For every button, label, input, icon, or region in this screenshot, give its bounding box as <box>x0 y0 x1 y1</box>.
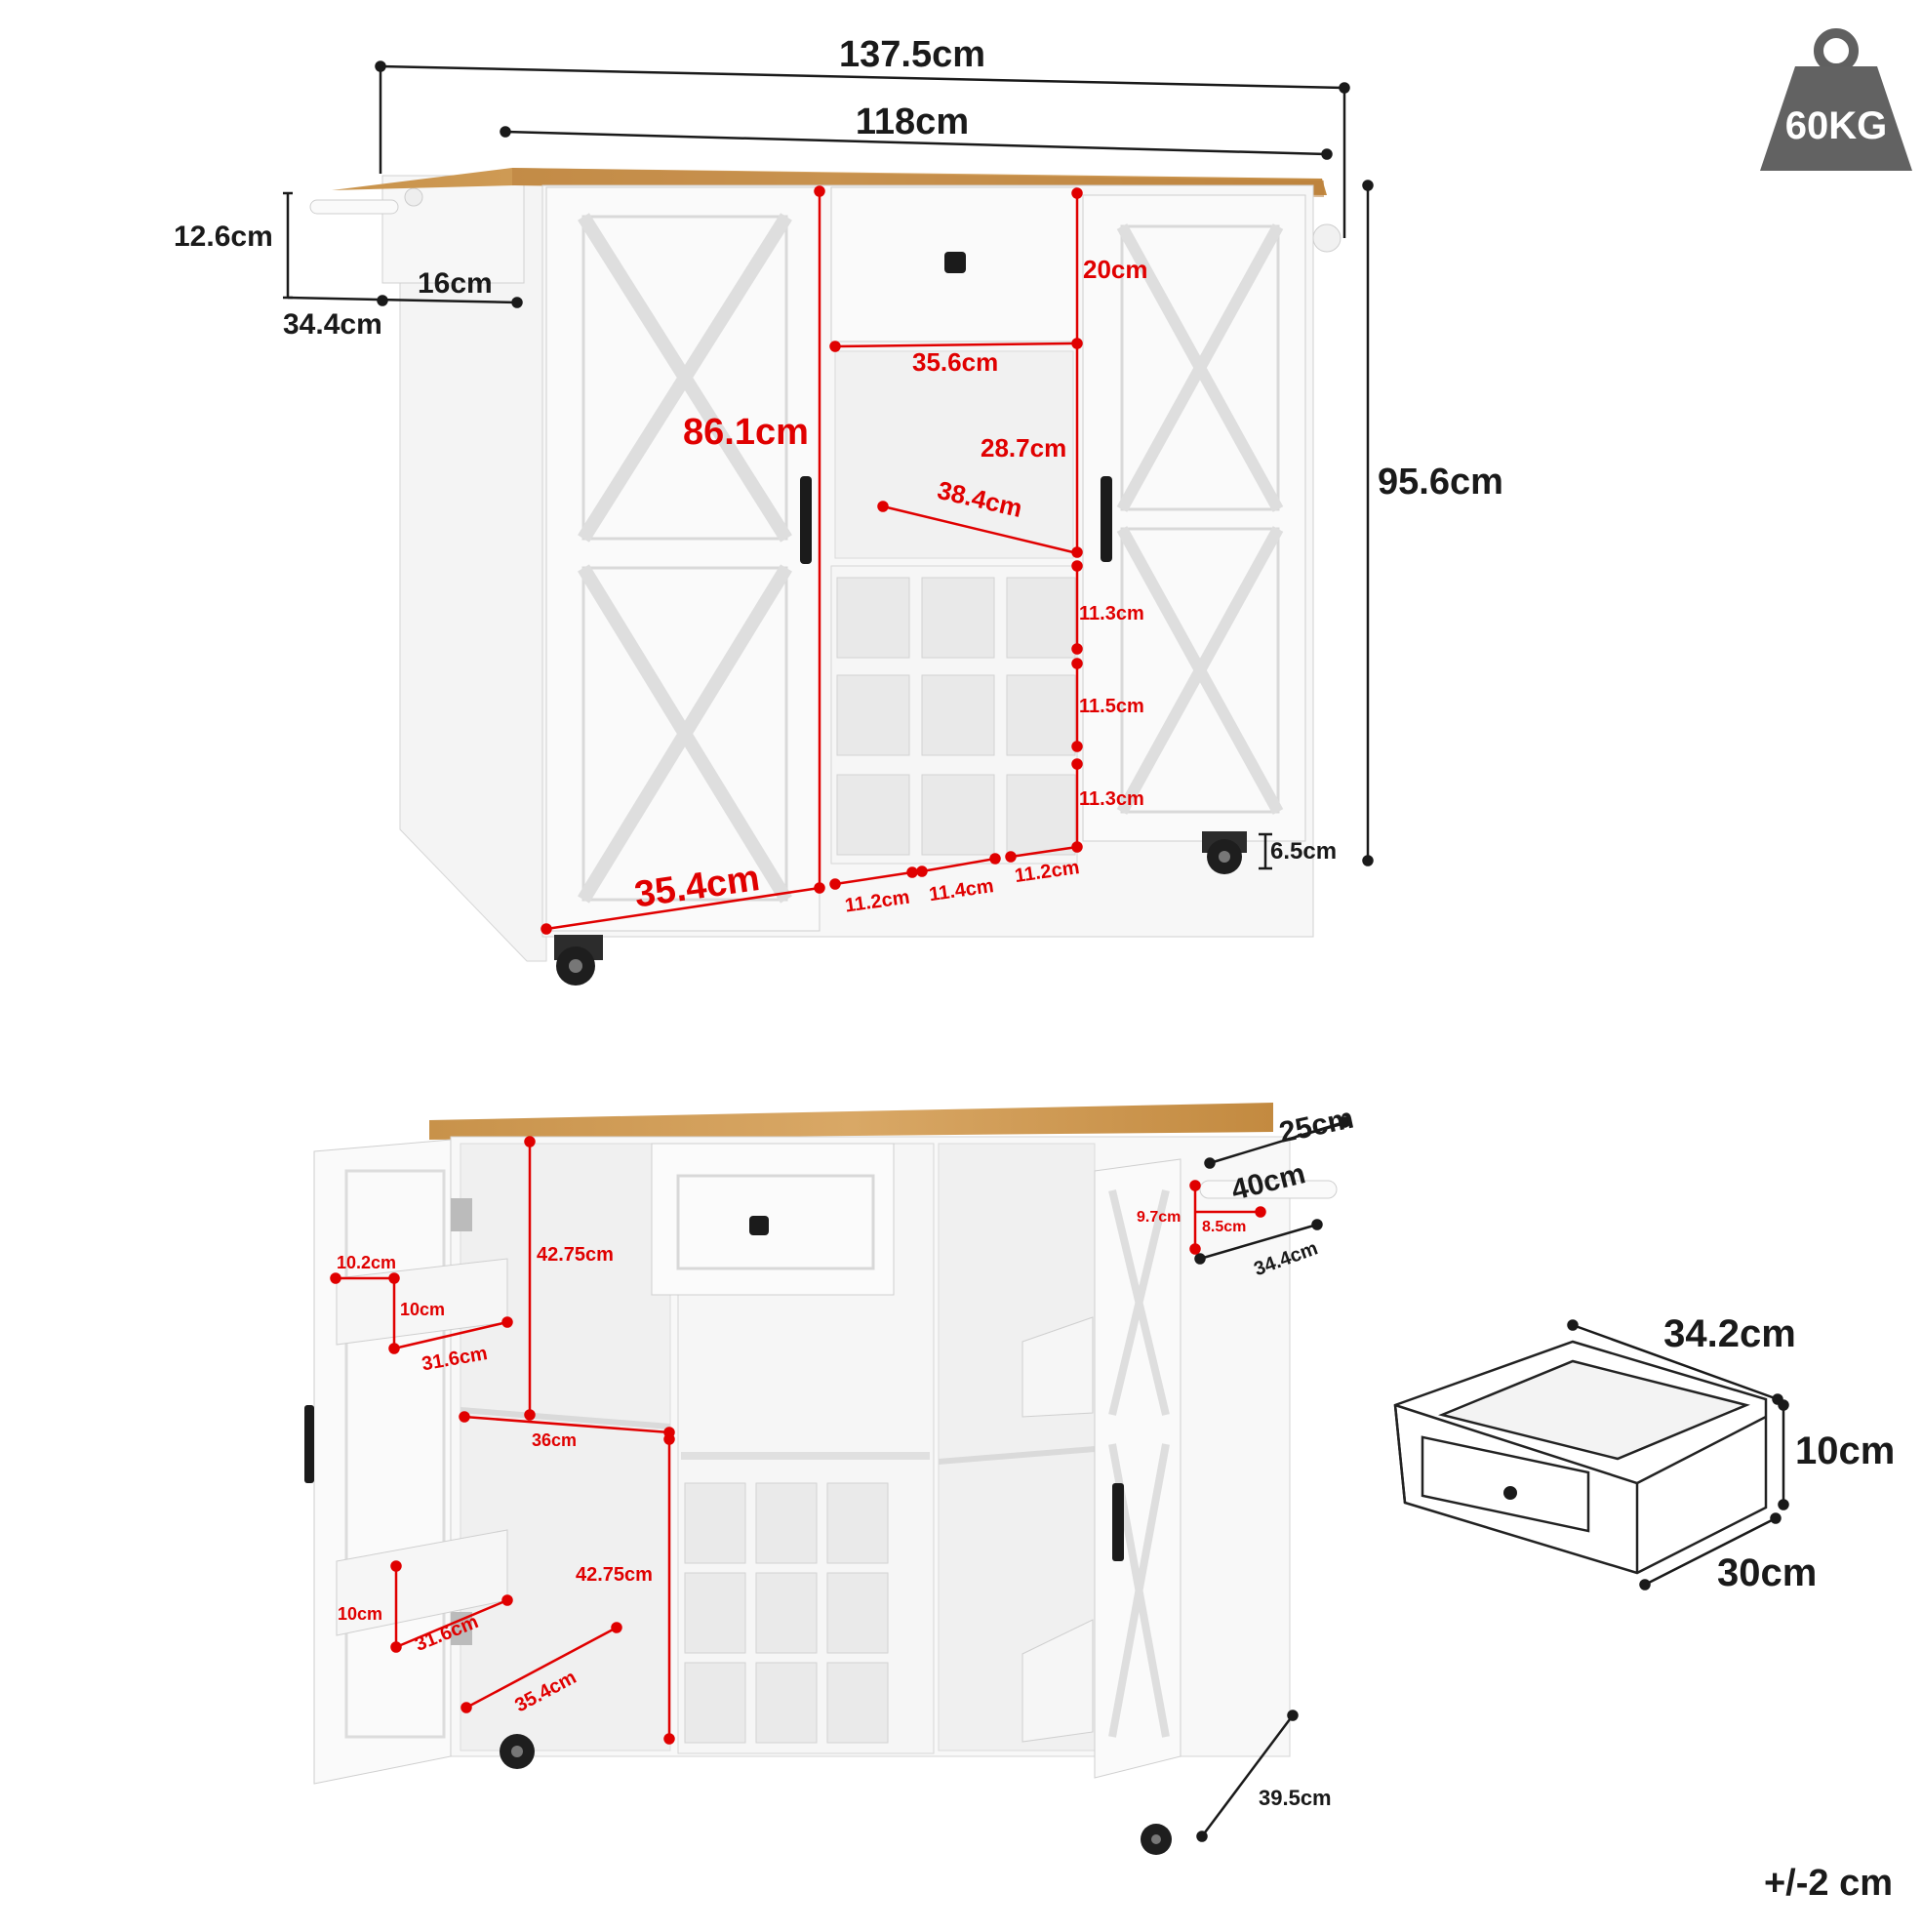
caster-icon <box>1202 831 1247 874</box>
lower-shelf-height-label: 42.75cm <box>576 1564 653 1586</box>
weight-badge: 60KG <box>1760 28 1912 171</box>
left-shelf <box>460 1407 671 1429</box>
drawer-knob <box>944 252 966 273</box>
wine-rack <box>830 565 1078 865</box>
right-shelf <box>938 1446 1096 1465</box>
red-dimension-lines-open <box>330 1136 1266 1745</box>
top-width-label: 118cm <box>856 101 969 142</box>
red-dimension-lines <box>541 185 1083 935</box>
right-door-x-brace-upper <box>1116 223 1284 512</box>
side-hook-w-label: 8.5cm <box>1202 1219 1246 1235</box>
left-door-handle <box>800 476 812 564</box>
rack-top-height-label: 10cm <box>400 1300 445 1319</box>
drawer-height-label-detail: 10cm <box>1795 1429 1895 1472</box>
black-dimension-lines <box>283 60 1374 870</box>
side-depth-label: 39.5cm <box>1259 1786 1332 1810</box>
towel-bar-knob <box>404 187 423 207</box>
right-door <box>1082 194 1306 842</box>
towel-bar-depth-label: 34.4cm <box>283 308 382 341</box>
drawer-open <box>651 1143 895 1296</box>
wine-row-1-label: 11.3cm <box>1079 603 1144 624</box>
towel-bar <box>309 199 399 215</box>
shelf-width-label: 36cm <box>532 1430 577 1450</box>
black-dimension-lines-open <box>1194 1116 1350 1842</box>
wine-row-2-label: 11.5cm <box>1079 696 1144 717</box>
open-shelf-height-label: 28.7cm <box>981 433 1066 463</box>
drawer-width-label-detail: 34.2cm <box>1663 1312 1796 1355</box>
left-door-x-brace-upper <box>578 213 792 543</box>
overall-width-label: 137.5cm <box>839 34 985 75</box>
rack-top-width-label: 10.2cm <box>337 1253 396 1272</box>
left-door-open <box>313 1139 452 1785</box>
weight-icon <box>1760 66 1912 171</box>
left-door <box>545 186 821 932</box>
tolerance-note: +/-2 cm <box>1764 1863 1893 1904</box>
upper-shelf-height-label: 42.75cm <box>537 1244 614 1266</box>
drawer-knob-detail <box>1503 1486 1517 1500</box>
overall-height-label: 95.6cm <box>1378 462 1503 503</box>
side-hook <box>1312 223 1341 253</box>
open-view: 10.2cm 10cm 31.6cm 42.75cm 36cm 42.75cm … <box>304 1103 1356 1855</box>
weight-label: 60KG <box>1785 104 1888 147</box>
countertop-open <box>429 1103 1273 1140</box>
hinge-icon <box>451 1612 472 1645</box>
towel-bar-width-label: 16cm <box>418 267 493 300</box>
caster-icon <box>554 935 603 986</box>
wine-rack-open <box>684 1482 889 1744</box>
ext-depth-label: 25cm <box>1276 1103 1356 1149</box>
right-door-handle-open <box>1112 1483 1124 1561</box>
caster-icon <box>1141 1824 1172 1855</box>
right-door-x-brace-lower <box>1116 526 1284 815</box>
hinge-icon <box>451 1198 472 1231</box>
door-height-label: 86.1cm <box>683 412 809 453</box>
drawer-depth-label-detail: 30cm <box>1717 1551 1817 1594</box>
towel-bar-height-label: 12.6cm <box>174 221 273 253</box>
rack-bottom-height-label: 10cm <box>338 1604 382 1624</box>
front-view: 137.5cm 118cm 12.6cm 16cm 34.4cm 95.6cm … <box>174 34 1503 986</box>
left-door-handle-open <box>304 1405 314 1483</box>
drawer-height-label: 20cm <box>1083 255 1148 284</box>
door-rack-lower-right <box>1021 1619 1094 1743</box>
right-door-open <box>1094 1158 1181 1779</box>
drawer-detail <box>1393 1319 1789 1590</box>
left-door-x-brace-lower <box>578 564 792 904</box>
weight-ring-icon <box>1814 28 1859 73</box>
door-rack-upper-right <box>1021 1316 1094 1418</box>
right-door-handle <box>1101 476 1112 562</box>
caster-icon <box>500 1734 535 1769</box>
drawer-width-label: 35.6cm <box>912 347 998 377</box>
drawer-knob-open <box>749 1216 769 1235</box>
caster-height-label: 6.5cm <box>1270 838 1337 865</box>
side-hook-h-label: 9.7cm <box>1137 1209 1181 1226</box>
side-towel-bar <box>1199 1180 1338 1199</box>
wine-row-3-label: 11.3cm <box>1079 788 1144 810</box>
